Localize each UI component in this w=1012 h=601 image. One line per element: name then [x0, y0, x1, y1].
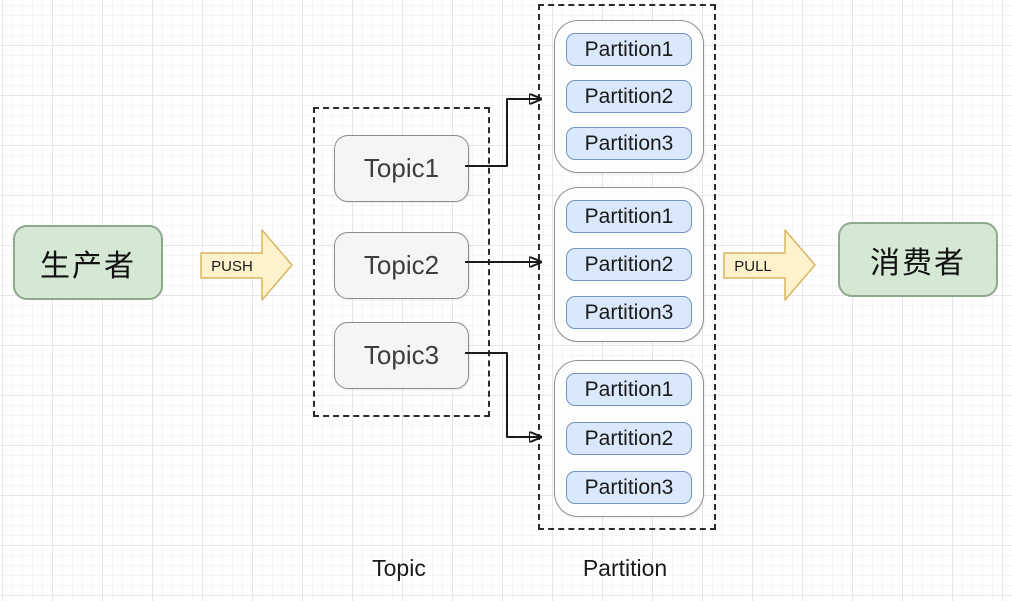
pull-arrow-shape — [723, 229, 816, 301]
topic2-label: Topic2 — [363, 250, 440, 280]
partition-chip: Partition1 — [566, 200, 692, 233]
producer-label: 生产者 — [40, 249, 136, 283]
partition-chip: Partition2 — [566, 248, 692, 281]
partition-chip: Partition3 — [566, 127, 692, 160]
partition-label: Partition1 — [584, 204, 674, 228]
partition-container: Partition1 Partition2 Partition3 Partiti… — [538, 4, 716, 530]
partition-label: Partition3 — [584, 131, 674, 155]
pull-arrow: PULL — [723, 229, 816, 301]
topic-box-1: Topic1 — [334, 135, 469, 202]
partition-cluster-1: Partition1 Partition2 Partition3 — [554, 20, 704, 173]
partition-label: Partition2 — [584, 252, 674, 276]
partition-chip: Partition2 — [566, 80, 692, 113]
topic-box-2: Topic2 — [334, 232, 469, 299]
partition-chip: Partition1 — [566, 33, 692, 66]
push-arrow-label: PUSH — [211, 258, 253, 275]
topic1-label: Topic1 — [363, 153, 440, 183]
partition-chip: Partition1 — [566, 373, 692, 406]
topic-caption: Topic — [372, 555, 426, 581]
partition-chip: Partition2 — [566, 422, 692, 455]
push-arrow-shape — [200, 229, 293, 301]
topic-box-3: Topic3 — [334, 322, 469, 389]
partition-label: Partition1 — [584, 37, 674, 61]
partition-caption: Partition — [582, 555, 668, 581]
partition-label: Partition3 — [584, 300, 674, 324]
topic-container: Topic1 Topic2 Topic3 — [313, 107, 490, 417]
partition-cluster-2: Partition1 Partition2 Partition3 — [554, 187, 704, 342]
consumer-node: 消费者 — [838, 222, 998, 297]
push-arrow: PUSH — [200, 229, 293, 301]
partition-label: Partition2 — [584, 84, 674, 108]
consumer-label: 消费者 — [870, 246, 966, 280]
partition-label: Partition3 — [584, 475, 674, 499]
producer-node: 生产者 — [13, 225, 163, 300]
partition-label: Partition2 — [584, 426, 674, 450]
partition-chip: Partition3 — [566, 296, 692, 329]
topic3-label: Topic3 — [363, 340, 440, 370]
partition-label: Partition1 — [584, 377, 674, 401]
partition-chip: Partition3 — [566, 471, 692, 504]
partition-cluster-3: Partition1 Partition2 Partition3 — [554, 360, 704, 517]
pull-arrow-label: PULL — [734, 258, 772, 275]
